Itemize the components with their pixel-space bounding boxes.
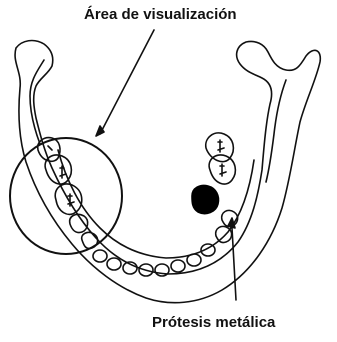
viewing-area-pointer — [100, 30, 154, 134]
metal-prosthesis-shape — [192, 185, 219, 213]
mandible-outline — [15, 41, 320, 303]
viewing-area-label: Área de visualización — [84, 6, 237, 24]
ramus-inner-left — [30, 60, 44, 144]
tooth — [216, 226, 232, 242]
front-teeth — [93, 244, 215, 276]
prosthesis-pointer — [232, 228, 236, 300]
ramus-inner-right — [266, 80, 286, 182]
metal-prosthesis-label: Prótesis metálica — [152, 314, 275, 332]
prosthesis-arrowhead — [228, 218, 235, 228]
